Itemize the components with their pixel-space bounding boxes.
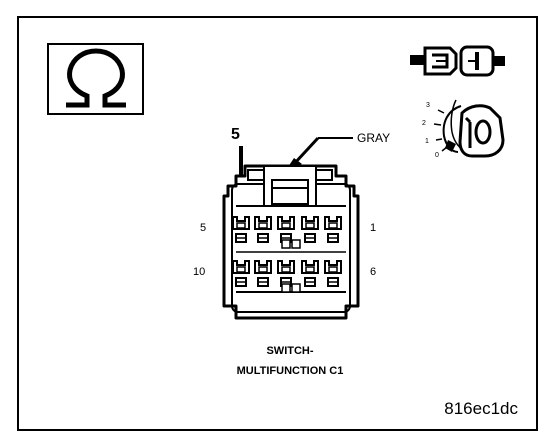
- ignition-key-icon: [433, 99, 505, 158]
- pin-cavity: [254, 260, 272, 287]
- pin-cavity: [277, 260, 295, 287]
- pin-cavity: [277, 216, 295, 243]
- image-code: 816ec1dc: [444, 399, 518, 418]
- pin-cavity: [324, 260, 342, 287]
- connector-plug-icon: [410, 45, 505, 77]
- omega-resistance-icon: [47, 43, 144, 115]
- pin-cavity: [254, 216, 272, 243]
- pin-label-top-left: 5: [200, 222, 206, 234]
- key-slot: [281, 239, 291, 249]
- caption-line-2: MULTIFUNCTION C1: [237, 365, 344, 377]
- key-slot: [291, 283, 301, 293]
- key-position-3: 3: [426, 102, 430, 109]
- pin-label-bottom-right: 6: [370, 266, 376, 278]
- key-position-1: 1: [425, 138, 429, 145]
- caption-line-1: SWITCH-: [266, 345, 313, 357]
- pointer-pin-number: 5: [231, 126, 240, 143]
- key-slot: [291, 239, 301, 249]
- pin-cavity: [324, 216, 342, 243]
- pin-label-bottom-left: 10: [193, 266, 205, 278]
- key-position-0: 0: [435, 152, 439, 159]
- pin-cavity: [232, 260, 250, 287]
- pin-label-top-right: 1: [370, 222, 376, 234]
- connector-color-label: GRAY: [357, 131, 390, 145]
- key-position-2: 2: [422, 120, 426, 127]
- pin-cavity: [301, 260, 319, 287]
- pin-cavities: [232, 216, 342, 293]
- pin-cavity: [301, 216, 319, 243]
- key-slot: [281, 283, 291, 293]
- pin-cavity: [232, 216, 250, 243]
